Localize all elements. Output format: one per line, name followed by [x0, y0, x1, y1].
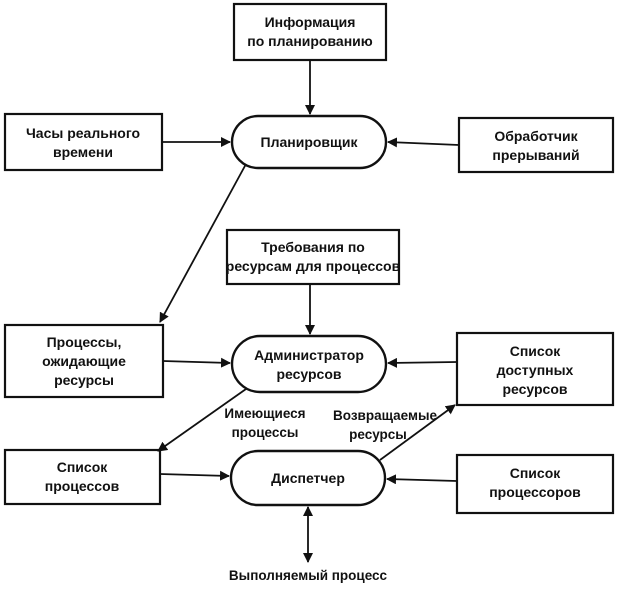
- node-waiting-processes-line3: ресурсы: [54, 372, 114, 388]
- node-waiting-processes-line2: ожидающие: [42, 353, 126, 369]
- node-interrupt-handler: Обработчик прерываний: [457, 116, 615, 174]
- node-process-list-line2: процессов: [45, 478, 120, 494]
- node-waiting-processes: Процессы, ожидающие ресурсы: [3, 323, 165, 399]
- node-resource-requirements: Требования по ресурсам для процессов: [226, 228, 401, 286]
- node-process-list: Список процессов: [3, 448, 162, 506]
- node-real-time-clock-line2: времени: [53, 144, 113, 160]
- node-processor-list: Список процессоров: [455, 453, 615, 515]
- edge-resource-manager-to-process-list: [157, 388, 247, 452]
- node-processor-list-line1: Список: [510, 465, 562, 481]
- node-interrupt-handler-line1: Обработчик: [494, 128, 578, 144]
- edge-label-running-process: Выполняемый процесс: [229, 568, 388, 583]
- edge-label-returned-resources-line1: Возвращаемые: [333, 408, 437, 423]
- node-real-time-clock: Часы реального времени: [3, 112, 164, 172]
- node-interrupt-handler-line2: прерываний: [492, 147, 579, 163]
- node-planning-info-line1: Информация: [265, 14, 356, 30]
- node-waiting-processes-line1: Процессы,: [47, 334, 122, 350]
- edge-label-existing-processes-line2: процессы: [232, 425, 299, 440]
- node-dispatcher-label: Диспетчер: [271, 470, 345, 486]
- node-scheduler-label: Планировщик: [261, 134, 359, 150]
- node-available-resources: Список доступных ресурсов: [455, 331, 615, 407]
- node-available-resources-line3: ресурсов: [502, 381, 567, 397]
- node-resource-requirements-line1: Требования по: [261, 239, 365, 255]
- edge-process-list-to-dispatcher: [159, 470, 230, 481]
- node-available-resources-line2: доступных: [497, 362, 574, 378]
- node-resource-manager: Администратор ресурсов: [230, 334, 388, 394]
- node-resource-manager-line2: ресурсов: [276, 366, 341, 382]
- edge-processor-list-to-dispatcher: [386, 474, 458, 485]
- node-resource-manager-line1: Администратор: [254, 347, 364, 363]
- edge-waiting-to-resource-manager: [162, 357, 231, 368]
- node-resource-requirements-line2: ресурсам для процессов: [226, 258, 401, 274]
- node-scheduler: Планировщик: [230, 114, 388, 170]
- edge-scheduler-to-waiting-processes: [159, 163, 247, 323]
- node-planning-info: Информация по планированию: [232, 2, 388, 62]
- edge-available-to-resource-manager: [387, 357, 458, 368]
- edge-label-returned-resources-line2: ресурсы: [349, 427, 407, 442]
- node-real-time-clock-line1: Часы реального: [26, 125, 140, 141]
- node-process-list-line1: Список: [57, 459, 109, 475]
- node-processor-list-line2: процессоров: [489, 484, 581, 500]
- edge-label-existing-processes-line1: Имеющиеся: [224, 406, 305, 421]
- edge-interrupts-to-scheduler: [387, 137, 460, 148]
- node-available-resources-line1: Список: [510, 343, 562, 359]
- edge-dispatcher-to-available-resources: [379, 404, 456, 461]
- node-dispatcher: Диспетчер: [229, 449, 387, 507]
- node-planning-info-line2: по планированию: [247, 33, 372, 49]
